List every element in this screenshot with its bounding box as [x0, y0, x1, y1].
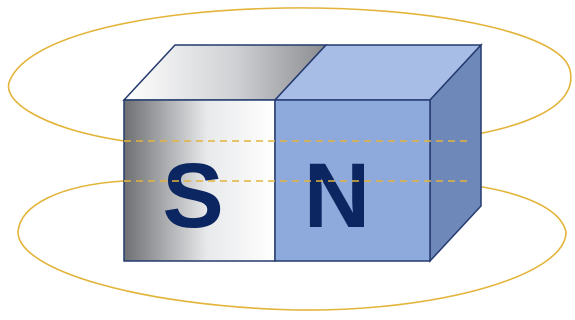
- north-pole-label: N: [304, 145, 370, 247]
- lower-field-line-back: [17, 180, 125, 233]
- lower-field-line-front: [17, 231, 567, 311]
- upper-field-line-back: [7, 7, 572, 142]
- bar-magnet: S N: [122, 43, 483, 263]
- south-pole-label: S: [162, 145, 223, 247]
